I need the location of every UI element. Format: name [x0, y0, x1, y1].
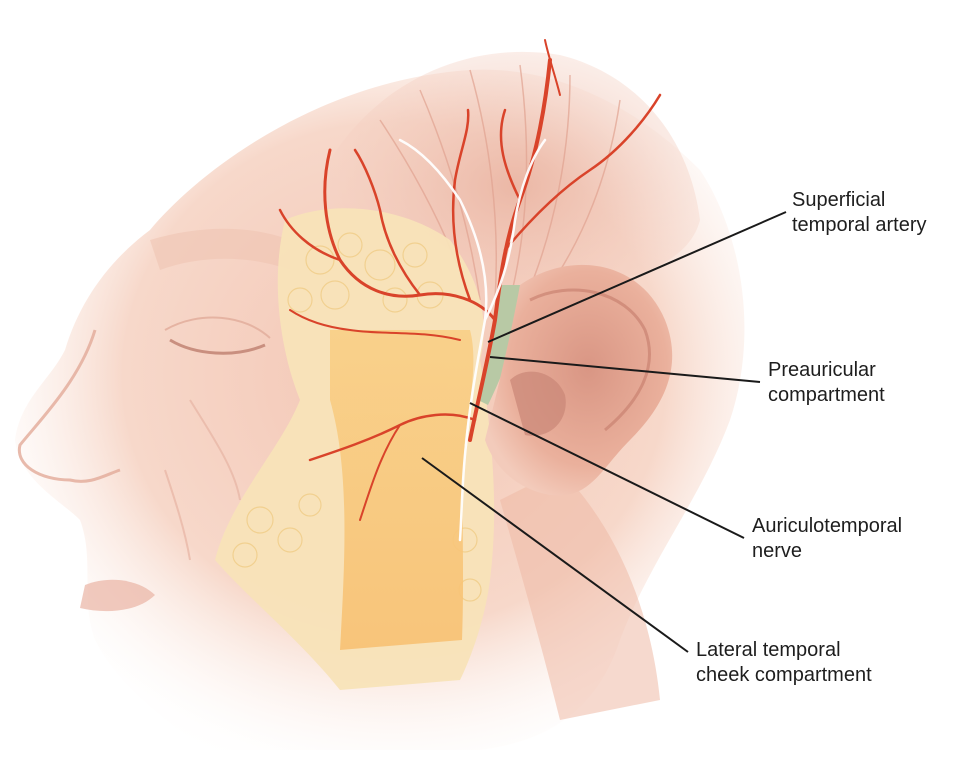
label-preauricular-compartment-line1: Preauricular — [768, 358, 885, 383]
lateral-temporal-cheek-compartment-region — [330, 330, 473, 650]
label-auriculotemporal-nerve: Auriculotemporal nerve — [752, 514, 902, 564]
label-lateral-temporal-cheek-compartment: Lateral temporal cheek compartment — [696, 638, 872, 688]
label-auriculotemporal-nerve-line1: Auriculotemporal — [752, 514, 902, 539]
label-auriculotemporal-nerve-line2: nerve — [752, 539, 902, 564]
label-lateral-temporal-cheek-compartment-line1: Lateral temporal — [696, 638, 872, 663]
label-superficial-temporal-artery-line2: temporal artery — [792, 213, 927, 238]
label-preauricular-compartment-line2: compartment — [768, 383, 885, 408]
label-preauricular-compartment: Preauricular compartment — [768, 358, 885, 408]
label-lateral-temporal-cheek-compartment-line2: cheek compartment — [696, 663, 872, 688]
label-superficial-temporal-artery: Superficial temporal artery — [792, 188, 927, 238]
label-superficial-temporal-artery-line1: Superficial — [792, 188, 927, 213]
